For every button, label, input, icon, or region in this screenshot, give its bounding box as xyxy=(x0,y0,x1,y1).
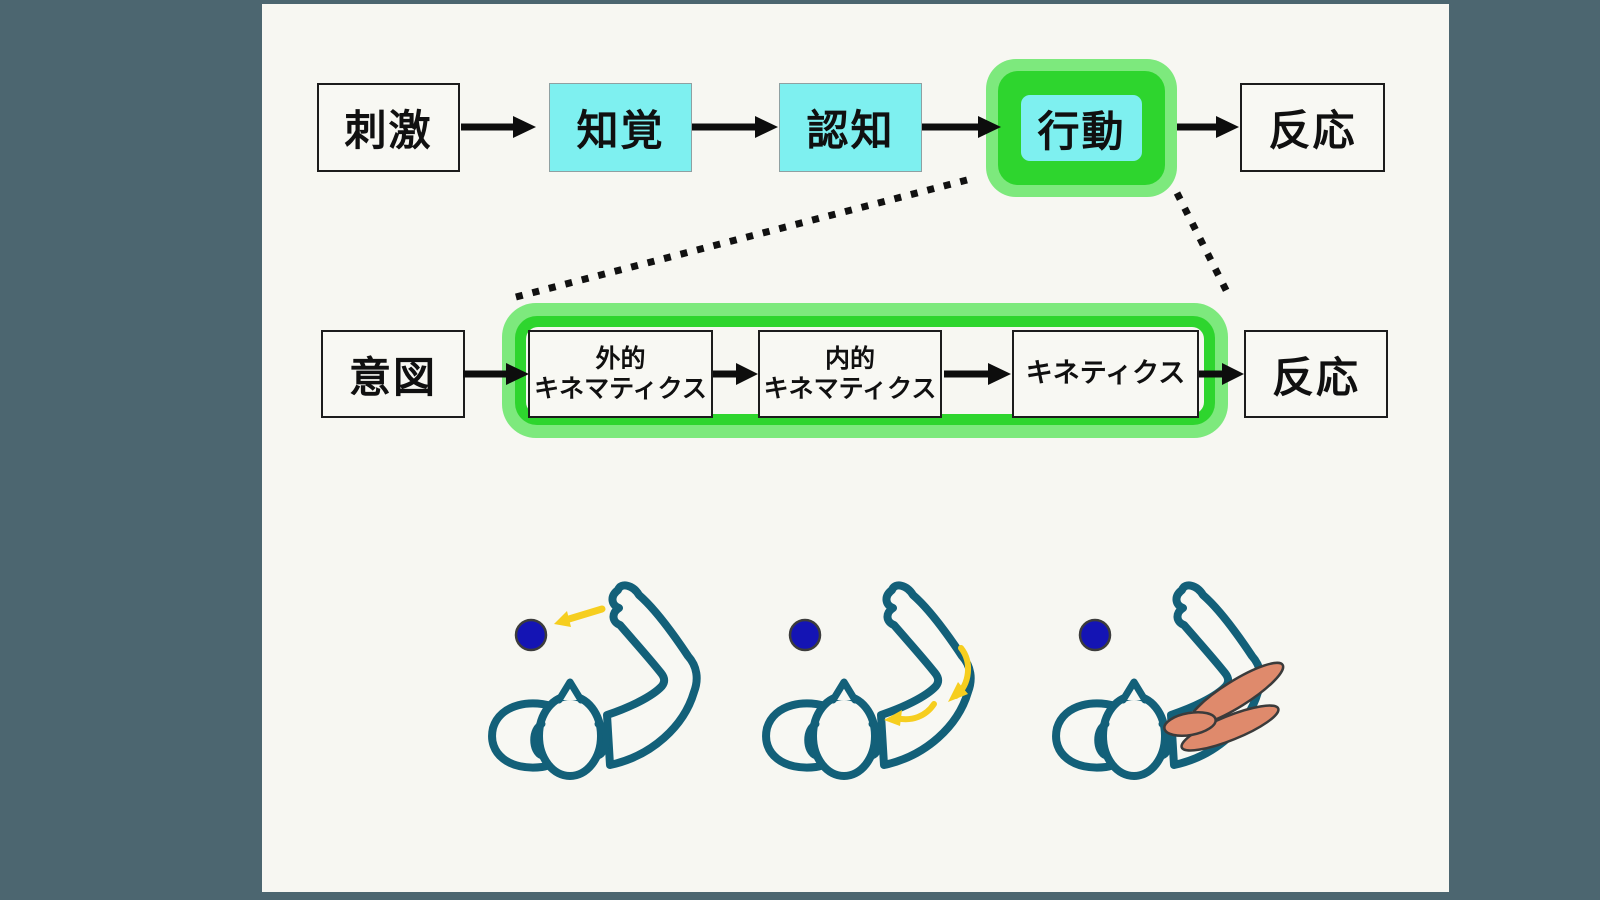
shoulder-rotation-arrowhead xyxy=(884,710,902,726)
flow-box-label: キネティクス xyxy=(1025,357,1186,389)
flow-arrow xyxy=(692,116,778,138)
dotted-connector-left xyxy=(511,176,968,302)
flow-box-intention: 意図 xyxy=(321,330,465,418)
reaching-arm-endpoint-path-figure xyxy=(460,560,720,780)
flow-box-action: 行動 xyxy=(1021,95,1142,161)
flow-arrow xyxy=(944,363,1011,385)
dotted-connector-right xyxy=(1173,191,1234,300)
flow-box-label: 反応 xyxy=(1268,106,1357,155)
flow-arrow xyxy=(461,116,536,138)
flow-box-label: 外的 キネマティクス xyxy=(534,344,707,403)
flow-arrow xyxy=(1177,116,1239,138)
elbow-rotation-arrowhead xyxy=(948,682,968,702)
flow-box-label: 認知 xyxy=(806,106,895,155)
flow-box-label: 意図 xyxy=(348,352,437,402)
reaching-arm-joint-rotation-figure xyxy=(734,560,994,780)
flow-box-label: 行動 xyxy=(1037,106,1126,156)
flow-box-action-highlight-inner: 行動 xyxy=(998,71,1165,185)
arm-muscles xyxy=(1163,661,1285,752)
flow-arrow xyxy=(713,363,758,385)
flow-box-label: 内的 キネマティクス xyxy=(763,344,937,403)
flow-arrow xyxy=(463,363,529,385)
flow-box-label: 反応 xyxy=(1271,352,1360,402)
flow-box-internal-kinematics: 内的 キネマティクス xyxy=(758,330,942,418)
flow-arrow xyxy=(1199,363,1244,385)
flow-box-kinetics: キネティクス xyxy=(1012,330,1199,418)
flow-box-action-highlight: 行動 xyxy=(986,59,1177,197)
flow-box-response-detail: 反応 xyxy=(1244,330,1388,418)
reaching-arm-muscle-activation-figure xyxy=(1013,560,1285,780)
flow-box-label: 刺激 xyxy=(344,106,433,155)
flow-box-label: 知覚 xyxy=(576,106,665,155)
flow-arrow xyxy=(922,116,1001,138)
hand-path-arrow xyxy=(554,605,606,627)
flow-box-perception: 知覚 xyxy=(549,83,692,172)
flow-box-cognition: 認知 xyxy=(779,83,922,172)
flow-box-external-kinematics: 外的 キネマティクス xyxy=(528,330,713,418)
flow-box-stimulus: 刺激 xyxy=(317,83,460,172)
flow-box-response-top: 反応 xyxy=(1240,83,1385,172)
